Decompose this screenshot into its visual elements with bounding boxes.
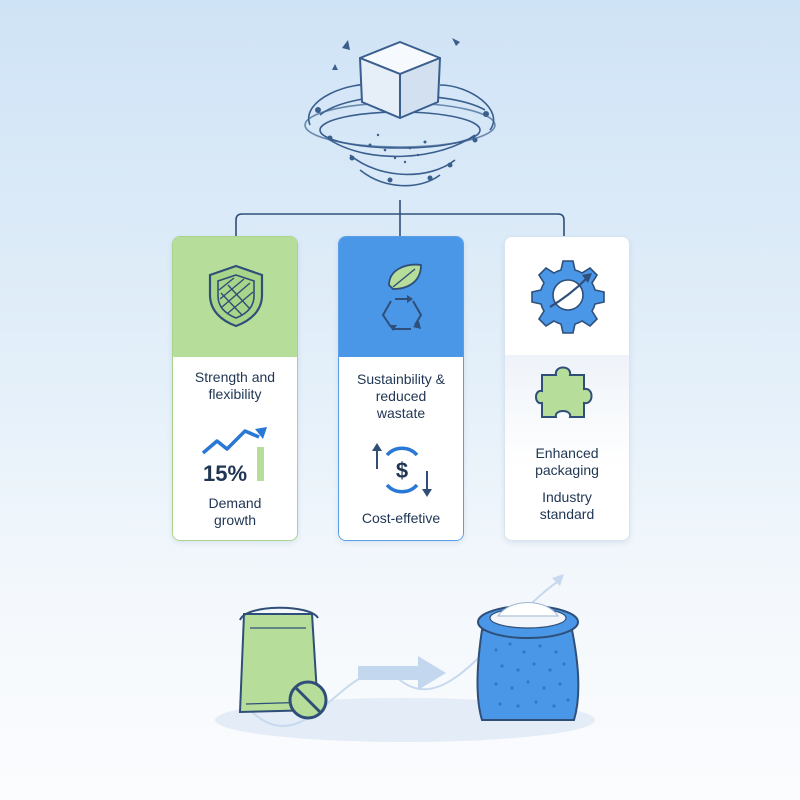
card-body: Sustainbility & reduced wastate $ Cost-e… xyxy=(339,357,463,540)
card-title-line3: wastate xyxy=(376,405,426,421)
stat-label-line2: standard xyxy=(539,506,595,522)
gear-arrow-icon xyxy=(531,260,605,334)
sugar-cube-swirl-icon xyxy=(304,38,496,187)
card-header xyxy=(339,237,463,357)
card-strength: Strength and flexibility 15% Demand grow… xyxy=(172,236,298,541)
stat-label-line1: Demand xyxy=(208,495,262,511)
card-body: Enhanced packaging Industry standard xyxy=(505,355,629,540)
card-title-line1: Enhanced xyxy=(535,445,599,461)
card-sustainability: Sustainbility & reduced wastate $ Cost-e… xyxy=(338,236,464,541)
stat-label: Cost-effetive xyxy=(361,510,441,526)
stat-value: 15% xyxy=(203,461,248,486)
dollar-cycle-icon: $ xyxy=(372,443,432,497)
stat-bar xyxy=(257,447,264,481)
card-body: Strength and flexibility 15% Demand grow… xyxy=(173,357,297,540)
card-title-line2: flexibility xyxy=(208,386,262,402)
card-title-line2: packaging xyxy=(535,462,599,478)
blue-sack-icon xyxy=(476,602,580,721)
card-header xyxy=(505,237,629,356)
card-title-line1: Sustainbility & xyxy=(357,371,445,387)
puzzle-piece-icon xyxy=(535,366,593,418)
bottom-illustration xyxy=(215,574,595,742)
stat-label-line2: growth xyxy=(213,512,257,528)
svg-text:$: $ xyxy=(396,458,408,483)
leaf-recycle-icon xyxy=(381,263,423,331)
card-packaging: Enhanced packaging Industry standard xyxy=(504,236,630,541)
trend-up-arrow-icon xyxy=(201,427,267,455)
right-arrow-icon xyxy=(358,656,446,690)
stat-label-line1: Industry xyxy=(542,489,592,505)
card-title-line2: reduced xyxy=(375,388,427,404)
shield-icon xyxy=(208,264,264,328)
connector-lines xyxy=(235,200,565,236)
no-symbol-icon xyxy=(288,680,328,720)
card-header xyxy=(173,237,297,357)
card-title-line1: Strength and xyxy=(194,369,276,385)
